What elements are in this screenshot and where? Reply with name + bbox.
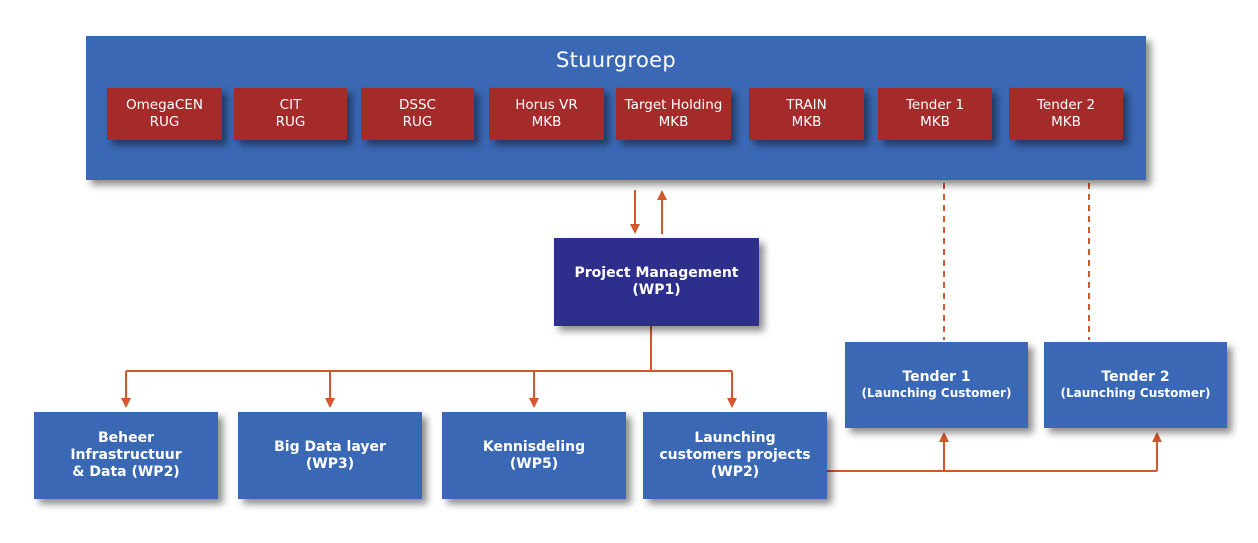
member-type: MKB: [791, 114, 822, 130]
tender-title: Tender 1: [902, 369, 971, 385]
member-target-holding: Target Holding MKB: [616, 88, 731, 140]
member-name: Tender 2: [1036, 97, 1096, 113]
arrowhead: [325, 398, 335, 408]
member-train: TRAIN MKB: [749, 88, 864, 140]
wp-label-line: Infrastructuur: [70, 447, 182, 463]
tender-subtitle: (Launching Customer): [1060, 386, 1211, 400]
member-omegacen: OmegaCEN RUG: [107, 88, 222, 140]
wp-label-line: (WP2): [710, 464, 760, 480]
member-cit: CIT RUG: [234, 88, 347, 140]
member-type: MKB: [531, 114, 562, 130]
tender-2-box: Tender 2 (Launching Customer): [1044, 342, 1227, 428]
wp-label-line: & Data (WP2): [72, 464, 180, 480]
member-type: RUG: [402, 114, 433, 130]
member-name: DSSC: [399, 97, 436, 113]
wp-label-line: Big Data layer: [274, 438, 386, 455]
wp-label-line: (WP5): [509, 455, 559, 472]
tender-1-box: Tender 1 (Launching Customer): [845, 342, 1028, 428]
stuurgroep-title: Stuurgroep: [555, 48, 677, 72]
arrowhead: [630, 224, 640, 234]
wp-launching-customers-box: Launching customers projects (WP2): [643, 412, 827, 499]
member-dssc: DSSC RUG: [361, 88, 474, 140]
wp-beheer-infrastructuur-box: Beheer Infrastructuur & Data (WP2): [34, 412, 218, 499]
project-management-box: Project Management (WP1): [554, 238, 759, 326]
arrowhead: [529, 398, 539, 408]
arrowhead: [657, 190, 667, 200]
member-type: MKB: [920, 114, 950, 130]
arrowhead: [939, 432, 949, 442]
member-name: TRAIN: [786, 97, 827, 113]
wp-big-data-layer-box: Big Data layer (WP3): [238, 412, 422, 499]
stuurgroep-panel: Stuurgroep OmegaCEN RUG CIT RUG DSSC RUG…: [86, 36, 1146, 180]
member-name: Target Holding: [624, 97, 723, 113]
member-name: CIT: [279, 97, 302, 113]
member-type: MKB: [658, 114, 689, 130]
wp-label-line: customers projects: [659, 447, 811, 463]
member-horus-vr: Horus VR MKB: [489, 88, 604, 140]
member-tender-2: Tender 2 MKB: [1009, 88, 1123, 140]
member-type: RUG: [275, 114, 306, 130]
tender-title: Tender 2: [1101, 369, 1170, 385]
wp-label-line: (WP3): [305, 455, 355, 472]
wp-label-line: Launching: [694, 430, 776, 446]
member-name: Horus VR: [515, 97, 578, 113]
arrowhead: [121, 398, 131, 408]
member-type: RUG: [149, 114, 180, 130]
pm-wp: (WP1): [632, 282, 681, 298]
member-tender-1: Tender 1 MKB: [878, 88, 992, 140]
arrowhead: [1152, 432, 1162, 442]
wp-label-line: Kennisdeling: [482, 438, 586, 455]
member-type: MKB: [1051, 114, 1081, 130]
member-name: Tender 1: [905, 97, 965, 113]
member-name: OmegaCEN: [126, 97, 203, 113]
wp-label-line: Beheer: [97, 430, 155, 446]
tender-subtitle: (Launching Customer): [861, 386, 1012, 400]
arrowhead: [727, 398, 737, 408]
pm-title: Project Management: [574, 265, 739, 281]
wp-kennisdeling-box: Kennisdeling (WP5): [442, 412, 626, 499]
